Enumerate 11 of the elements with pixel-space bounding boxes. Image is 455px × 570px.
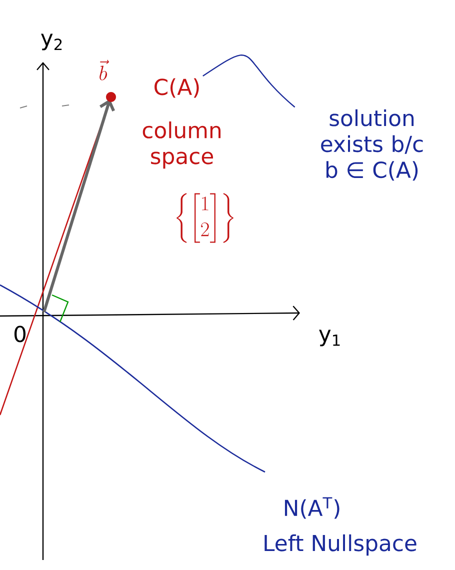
basis-formula: $\left\{\begin{bmatrix}1\\2\end{bmatrix}\right\}$	[176, 193, 234, 243]
leader-line	[202, 54, 296, 108]
annotation-text: solution exists b/c b ∈ C(A)	[321, 109, 423, 181]
space-label: N(A$^{T}$)	[284, 497, 340, 519]
axis-label: y$_{2}$	[41, 34, 62, 50]
axis-label: y$_{1}$	[319, 330, 340, 346]
origin-label: 0	[14, 326, 26, 342]
space-label: C(A)	[154, 78, 199, 98]
space-label: Left Nullspace	[264, 534, 416, 556]
space-label: column space	[142, 121, 220, 169]
vector-label: $\vec{b}$	[100, 60, 110, 80]
